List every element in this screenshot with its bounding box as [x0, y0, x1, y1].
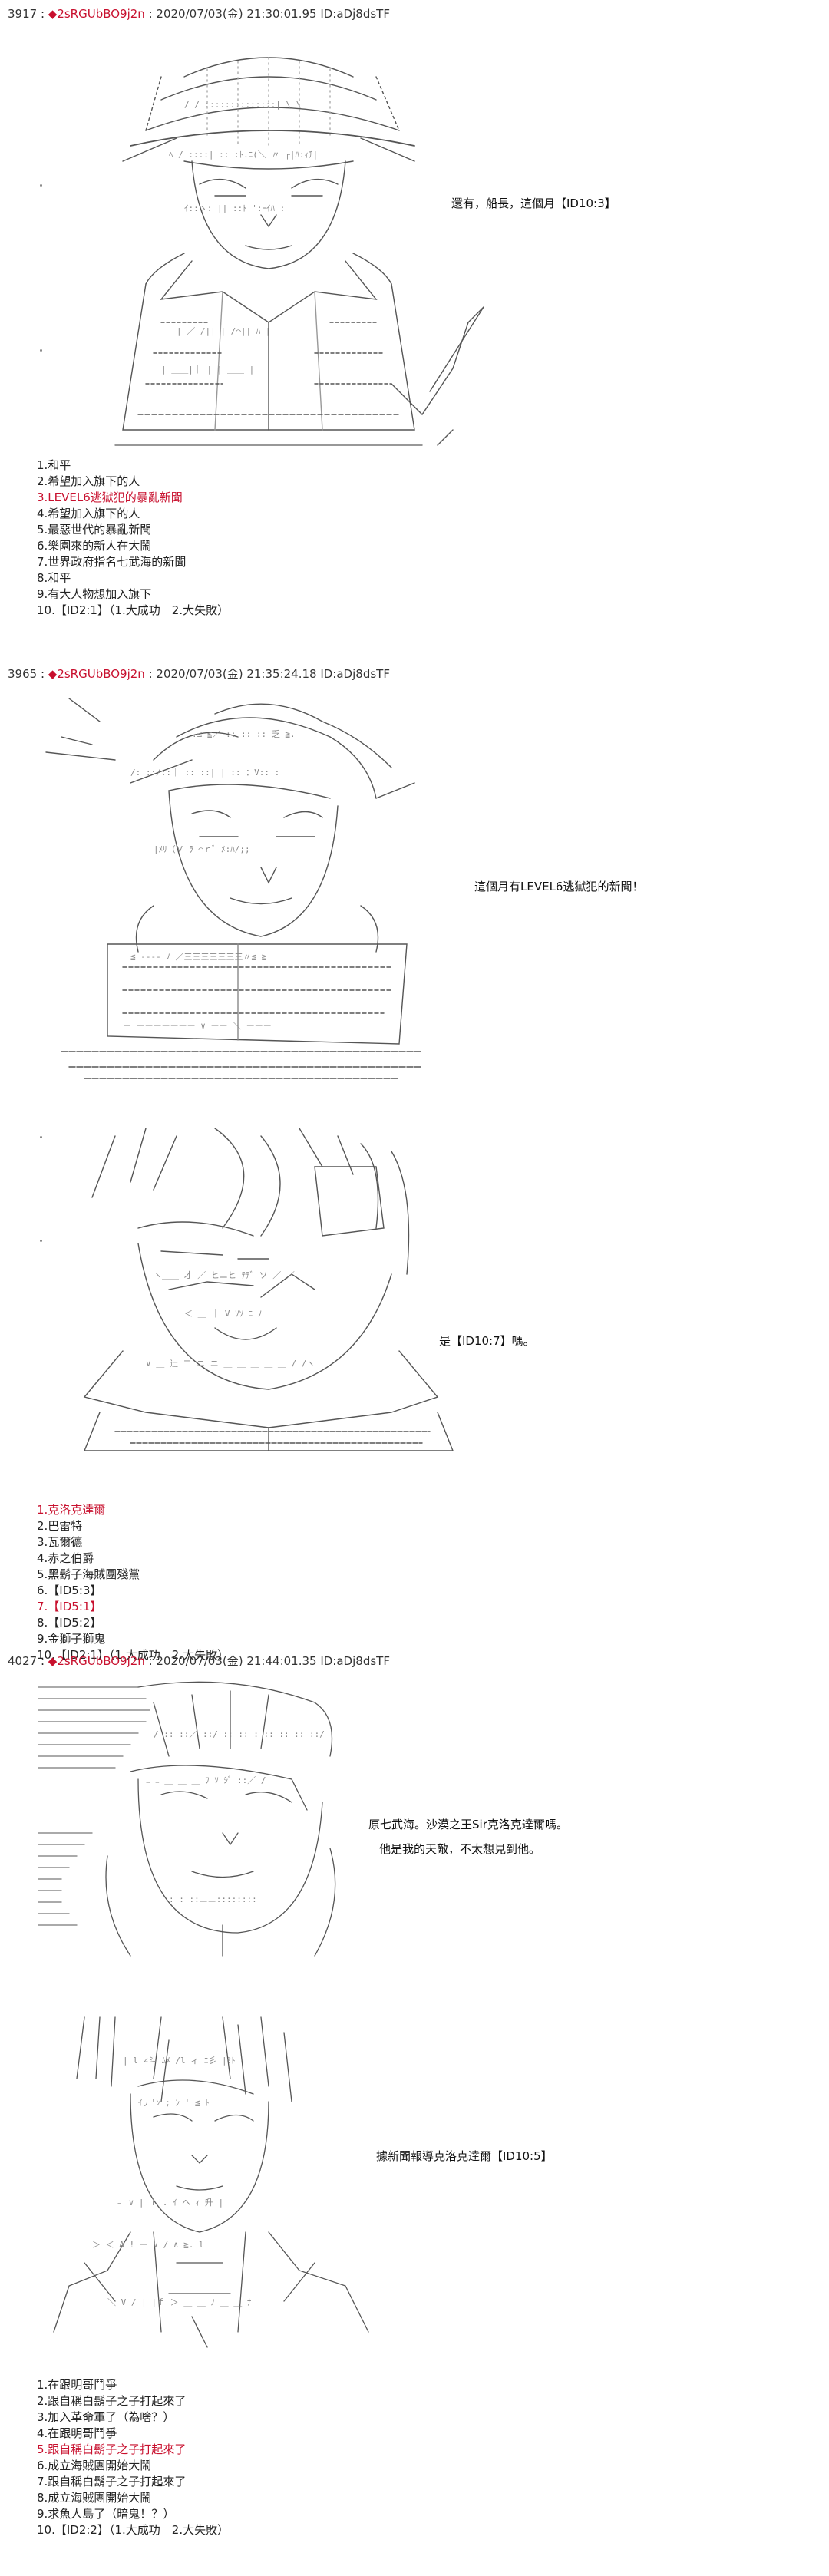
- svg-text:|ﾒﾘ（Ｖ ﾗ ⌒ｒﾞ ﾒ:ﾊ/;;: |ﾒﾘ（Ｖ ﾗ ⌒ｒﾞ ﾒ:ﾊ/;;: [154, 844, 250, 854]
- svg-text:ﾍ / ::::| :: :ﾄ.ﾆ(＼ 〃 ┌|ﾊ:ｨﾁ|: ﾍ / ::::| :: :ﾄ.ﾆ(＼ 〃 ┌|ﾊ:ｨﾁ|: [169, 150, 318, 160]
- post-header: 3917 : ◆2sRGUbBO9j2n : 2020/07/03(金) 21:…: [8, 7, 390, 21]
- option-item: 4.在跟明哥鬥爭: [37, 2426, 117, 2440]
- svg-text:ﾆ ﾆ ＿ ＿ ＿ ﾌ ｿ ｼﾞ ::／ /: ﾆ ﾆ ＿ ＿ ＿ ﾌ ｿ ｼﾞ ::／ /: [146, 1775, 266, 1785]
- option-item: 9.求魚人島了（暗鬼！？）: [37, 2507, 175, 2521]
- option-item: 7.世界政府指名七武海的新聞: [37, 555, 187, 569]
- post-number: 3917: [8, 7, 38, 21]
- dialogue-line: 是【ID10:7】嗎。: [439, 1334, 535, 1348]
- svg-text:/: ::/::｜ :: ::| | :: ：V::: /: ::/::｜ :: ::| | :: ：V:: :: [130, 768, 279, 778]
- option-item: 6.【ID5:3】: [37, 1584, 102, 1597]
- option-item-selected: 5.跟自稱白鬍子之子打起來了: [37, 2442, 187, 2456]
- ascii-art-hooded-figure: | l ∠斗 ﾑﾒ /l ィ ﾆ彡 |ﾐﾄ ｲ丿'ﾝ ; ﾝ ' ≦ ﾄ ﹣ ∨…: [38, 2010, 391, 2363]
- option-item: 2.巴雷特: [37, 1519, 83, 1533]
- ascii-art-closeup: ヽ＿＿ 才 ／ ヒニヒ ﾃﾃﾞ ソ ／ ／ ＜ ＿ ｜ V ｿｿ ﾆ ﾉ ∨ ＿…: [69, 1121, 468, 1474]
- poster-name[interactable]: ◆2sRGUbBO9j2n: [48, 667, 145, 681]
- ascii-art-drawing: .≤ ≦／ :: :: :: 乏 ≧. /: ::/::｜ :: ::| | :…: [45, 698, 423, 1079]
- svg-text:/ / ::::::::::::::| \ \: / / ::::::::::::::| \ \: [184, 100, 301, 110]
- option-item-selected: 7.【ID5:1】: [37, 1600, 102, 1613]
- svg-text:＞ ＜ A ! ー ∨ / ∧ ≧. l: ＞ ＜ A ! ー ∨ / ∧ ≧. l: [92, 2240, 204, 2250]
- ascii-art-reader: .≤ ≦／ :: :: :: 乏 ≧. /: ::/::｜ :: ::| | :…: [38, 691, 438, 1090]
- option-item: 3.加入革命軍了（為啥？）: [37, 2410, 175, 2424]
- option-item: 4.赤之伯爵: [37, 1551, 94, 1565]
- svg-text:: : ::ニニ::::::::: : : ::ニニ::::::::: [169, 1894, 257, 1904]
- option-item: 5.黑鬍子海賊團殘黨: [37, 1567, 140, 1581]
- post-number: 4027: [8, 1654, 38, 1668]
- option-item: 3.瓦爾德: [37, 1535, 83, 1549]
- option-item: 1.在跟明哥鬥爭: [37, 2378, 117, 2392]
- option-item: 6.樂園來的新人在大鬧: [37, 539, 152, 553]
- poster-name[interactable]: ◆2sRGUbBO9j2n: [48, 1654, 145, 1668]
- ascii-art-drawing: / / ::::::::::::::| \ \ ﾍ / ::::| :: :ﾄ.…: [114, 57, 484, 446]
- dialogue-line: 原七武海。沙漠之王Sir克洛克達爾嗎。: [368, 1818, 568, 1831]
- margin-dot: [40, 184, 42, 187]
- option-item: 10.【ID2:2】（1.大成功 2.大失敗）: [37, 2523, 230, 2537]
- option-item: 5.最惡世代的暴亂新聞: [37, 523, 152, 537]
- option-item: 7.跟自稱白鬍子之子打起來了: [37, 2475, 187, 2488]
- svg-text:ｲ丿'ﾝ ; ﾝ ' ≦ ﾄ: ｲ丿'ﾝ ; ﾝ ' ≦ ﾄ: [138, 2098, 210, 2108]
- option-item: 8.成立海賊團開始大鬧: [37, 2491, 152, 2505]
- svg-text:ー ーーーーーーー ∨ ーー ＼ ーーー: ー ーーーーーーー ∨ ーー ＼ ーーー: [123, 1021, 272, 1031]
- option-item: 9.有大人物想加入旗下: [37, 587, 152, 601]
- post-4027: 4027 : ◆2sRGUbBO9j2n : 2020/07/03(金) 21:…: [0, 1649, 829, 2576]
- post-3917: 3917 : ◆2sRGUbBO9j2n : 2020/07/03(金) 21:…: [0, 0, 829, 660]
- margin-dot: [40, 1136, 42, 1138]
- svg-text:﹣ ∨ | ｉ|. ｲ ヘ ｨ 升 |: ﹣ ∨ | ｉ|. ｲ ヘ ｨ 升 |: [115, 2198, 223, 2208]
- dialogue-line: 據新聞報導克洛克達爾【ID10:5】: [376, 2149, 553, 2163]
- poster-name[interactable]: ◆2sRGUbBO9j2n: [48, 7, 145, 21]
- post-meta: : 2020/07/03(金) 21:30:01.95 ID:aDj8dsTF: [144, 7, 390, 21]
- ascii-art-shadowed-face: / :: ::／ ::/ :: :: : :: :: :: ::/ ﾆ ﾆ ＿ …: [38, 1679, 376, 1971]
- option-item: 10.【ID2:1】（1.大成功 2.大失敗）: [37, 1648, 230, 1662]
- svg-text:＼ V / | |ｆ ＞ ＿ ＿ ﾉ ＿ ＿ ﾅ: ＼ V / | |ｆ ＞ ＿ ＿ ﾉ ＿ ＿ ﾅ: [107, 2297, 252, 2307]
- svg-text:/ :: ::／ ::/ :: :: : :: ::: / :: ::／ ::/ :: :: : :: :: :: ::/: [154, 1729, 325, 1739]
- post-meta: : 2020/07/03(金) 21:35:24.18 ID:aDj8dsTF: [144, 667, 390, 681]
- option-item: 6.成立海賊團開始大鬧: [37, 2459, 152, 2472]
- option-item: 4.希望加入旗下的人: [37, 507, 140, 520]
- ascii-art-drawing: / :: ::／ ::/ :: :: : :: :: :: ::/ ﾆ ﾆ ＿ …: [38, 1681, 336, 1957]
- svg-text:ヽ＿＿ 才 ／ ヒニヒ ﾃﾃﾞ ソ ／ ／: ヽ＿＿ 才 ／ ヒニヒ ﾃﾃﾞ ソ ／ ／: [154, 1270, 295, 1280]
- option-item: 1.和平: [37, 458, 71, 472]
- option-item: 2.跟自稱白鬍子之子打起來了: [37, 2394, 187, 2408]
- post-header: 4027 : ◆2sRGUbBO9j2n : 2020/07/03(金) 21:…: [8, 1654, 390, 1668]
- option-item-selected: 1.克洛克達爾: [37, 1503, 106, 1517]
- svg-text:≦ ---- ﾉ ／三三三三三三三〃≦ ≧: ≦ ---- ﾉ ／三三三三三三三〃≦ ≧: [130, 952, 267, 962]
- dialogue-line: 這個月有LEVEL6逃獄犯的新聞！: [474, 880, 644, 893]
- option-item: 8.【ID5:2】: [37, 1616, 102, 1630]
- svg-text:| ／ /|| | /⌒|| ﾊ |: | ／ /|| | /⌒|| ﾊ |: [177, 326, 270, 336]
- ascii-art-captain: / / ::::::::::::::| \ \ ﾍ / ::::| :: :ﾄ.…: [69, 31, 499, 461]
- svg-text:| l ∠斗 ﾑﾒ /l ィ ﾆ彡 |ﾐﾄ: | l ∠斗 ﾑﾒ /l ィ ﾆ彡 |ﾐﾄ: [123, 2056, 236, 2066]
- svg-text:∨ ＿ 辷 二 ニ ニ ＿ ＿ ＿ ＿ ＿ / /ヽ: ∨ ＿ 辷 二 ニ ニ ＿ ＿ ＿ ＿ ＿ / /ヽ: [146, 1359, 315, 1369]
- option-item: 10.【ID2:1】（1.大成功 2.大失敗）: [37, 603, 230, 617]
- svg-text:ｲ::ゝ: || ::ﾄ ':ｰｲﾊ :: ｲ::ゝ: || ::ﾄ ':ｰｲﾊ :: [184, 203, 285, 213]
- ascii-art-drawing: ヽ＿＿ 才 ／ ヒニヒ ﾃﾃﾞ ソ ／ ／ ＜ ＿ ｜ V ｿｿ ﾆ ﾉ ∨ ＿…: [83, 1128, 454, 1451]
- ascii-art-drawing: | l ∠斗 ﾑﾒ /l ィ ﾆ彡 |ﾐﾄ ｲ丿'ﾝ ; ﾝ ' ≦ ﾄ ﹣ ∨…: [53, 2016, 369, 2348]
- margin-dot: [40, 1240, 42, 1242]
- option-item-selected: 3.LEVEL6逃獄犯的暴亂新聞: [37, 490, 183, 504]
- options-list: 1.克洛克達爾 2.巴雷特 3.瓦爾德 4.赤之伯爵 5.黑鬍子海賊團殘黨 6.…: [37, 1502, 229, 1663]
- post-number: 3965: [8, 667, 38, 681]
- margin-dot: [40, 349, 42, 352]
- options-list: 1.在跟明哥鬥爭 2.跟自稱白鬍子之子打起來了 3.加入革命軍了（為啥？） 4.…: [37, 2377, 229, 2538]
- svg-text:| ＿＿|｜ | | ＿＿ |: | ＿＿|｜ | | ＿＿ |: [161, 365, 254, 375]
- post-header: 3965 : ◆2sRGUbBO9j2n : 2020/07/03(金) 21:…: [8, 667, 390, 681]
- dialogue-line: 還有，船長，這個月【ID10:3】: [451, 197, 616, 210]
- option-item: 8.和平: [37, 571, 71, 585]
- option-item: 2.希望加入旗下的人: [37, 474, 140, 488]
- dialogue-line: 他是我的天敵，不太想見到他。: [379, 1842, 541, 1856]
- post-meta: : 2020/07/03(金) 21:44:01.35 ID:aDj8dsTF: [144, 1654, 390, 1668]
- option-item: 9.金獅子獅鬼: [37, 1632, 106, 1646]
- svg-text:＜ ＿ ｜ V ｿｿ ﾆ ﾉ: ＜ ＿ ｜ V ｿｿ ﾆ ﾉ: [184, 1309, 262, 1319]
- svg-text:.≤ ≦／ :: :: :: 乏 ≧.: .≤ ≦／ :: :: :: 乏 ≧.: [192, 729, 296, 739]
- post-3965: 3965 : ◆2sRGUbBO9j2n : 2020/07/03(金) 21:…: [0, 660, 829, 1662]
- options-list: 1.和平 2.希望加入旗下的人 3.LEVEL6逃獄犯的暴亂新聞 4.希望加入旗…: [37, 457, 229, 619]
